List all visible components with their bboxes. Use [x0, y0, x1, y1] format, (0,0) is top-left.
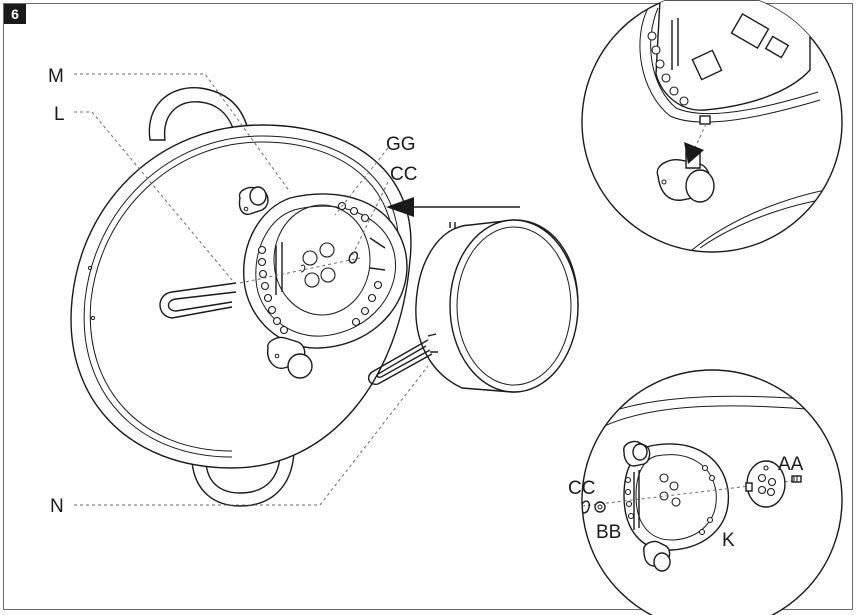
step-number-badge: 6 [4, 4, 26, 24]
label-K: K [722, 530, 735, 551]
figure-frame [3, 3, 853, 610]
burner-housing [415, 219, 579, 393]
insertion-arrow [386, 197, 520, 217]
housing-wire-handle [367, 333, 438, 385]
label-L: L [54, 104, 65, 125]
burner-ring [239, 193, 408, 349]
burner-leg-lower [267, 336, 313, 379]
leader-lines [74, 73, 429, 506]
label-M: M [48, 66, 64, 87]
label-AA: AA [778, 454, 804, 475]
label-CC-main: CC [390, 164, 417, 185]
label-BB: BB [596, 522, 621, 543]
label-GG: GG [386, 134, 416, 155]
detail-view-leg-attach [581, 0, 843, 253]
label-N: N [50, 496, 64, 517]
label-CC-detail: CC [568, 478, 595, 499]
burner-wire-clip-L [159, 282, 237, 319]
detail-view-plate-assembly [581, 369, 843, 615]
burner-leg-upper [238, 186, 269, 215]
